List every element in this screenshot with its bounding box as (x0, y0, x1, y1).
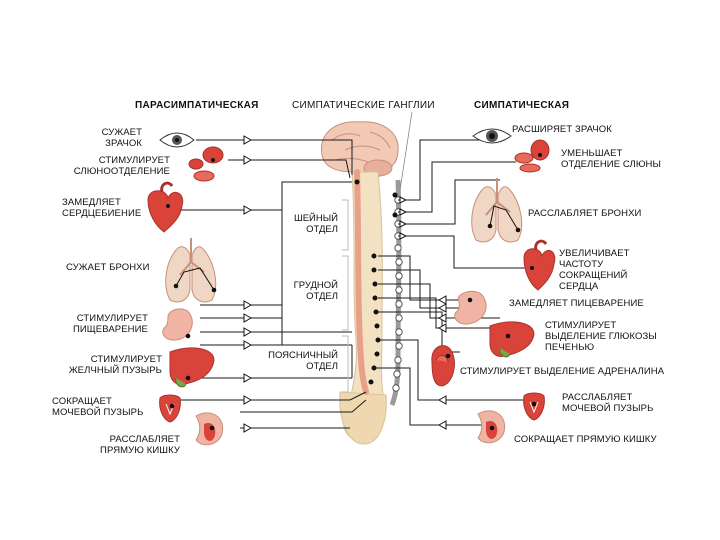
right-eye-icon (472, 128, 512, 144)
section-brackets (342, 199, 349, 393)
para-bronchi-label: СУЖАЕТ БРОНХИ (66, 262, 150, 273)
symp-pupil-label: РАСШИРЯЕТ ЗРАЧОК (512, 124, 612, 135)
right-rectum-icon (477, 410, 506, 444)
right-heart-icon (523, 239, 556, 291)
left-salivary-gland-icon (188, 146, 224, 182)
parasympathetic-nerves (175, 139, 367, 429)
left-lungs-icon (165, 238, 217, 303)
right-stomach-icon (454, 290, 487, 325)
left-stomach-icon (162, 308, 193, 341)
right-bladder-icon (523, 392, 545, 421)
sympathetic-ganglion-markers (399, 196, 447, 430)
sacrum (339, 391, 387, 445)
parasympathetic-ganglion-markers (243, 135, 253, 433)
cord-nodes (354, 179, 398, 385)
left-eye-icon (159, 132, 195, 148)
left-heart-icon (147, 181, 184, 233)
symp-adrenal-label: СТИМУЛИРУЕТ ВЫДЕЛЕНИЕ АДРЕНАЛИНА (460, 366, 665, 377)
right-salivary-gland-icon (514, 139, 550, 173)
sympathetic-header: СИМПАТИЧЕСКАЯ (474, 100, 570, 111)
left-liver-icon (169, 347, 215, 388)
left-bladder-icon (159, 394, 181, 423)
spinal-cord (354, 169, 369, 395)
ganglia-header: СИМПАТИЧЕСКИЕ ГАНГЛИИ (292, 100, 435, 111)
symp-bronchi-label: РАССЛАБЛЯЕТ БРОНХИ (528, 208, 642, 219)
symp-digestion-label: ЗАМЕДЛЯЕТ ПИЦЕВАРЕНИЕ (509, 298, 644, 309)
left-rectum-icon (195, 412, 224, 446)
right-liver-icon (489, 321, 535, 358)
brain (321, 121, 399, 173)
parasympathetic-header: ПАРАСИМПАТИЧЕСКАЯ (135, 100, 259, 111)
right-lungs-icon (471, 178, 523, 243)
ganglia-pointer-line (399, 111, 413, 191)
symp-rectum-label: СОКРАЩАЕТ ПРЯМУЮ КИШКУ (514, 434, 657, 445)
right-adrenal-icon (431, 345, 455, 387)
